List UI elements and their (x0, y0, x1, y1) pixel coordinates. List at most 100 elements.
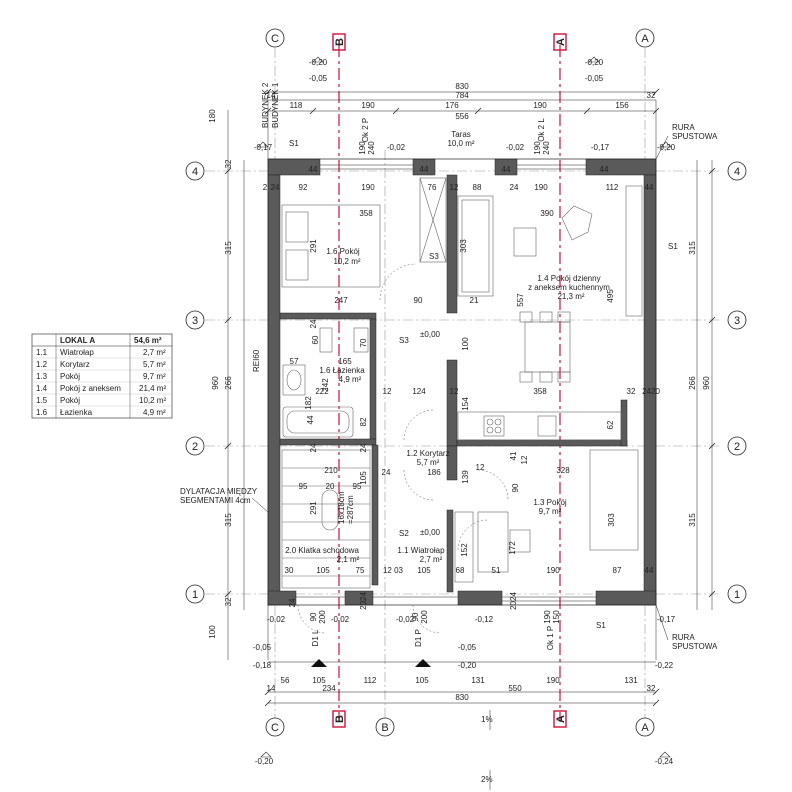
win-190a: 190 (358, 141, 367, 155)
armchair (561, 205, 593, 241)
room-1-4-area: 21,3 m² (557, 292, 584, 301)
idim-358b: 358 (533, 387, 547, 396)
win-ok2l: Ok 2 L (537, 118, 546, 142)
door-200a: 200 (318, 610, 327, 624)
idim-82: 82 (359, 417, 368, 426)
idim-152: 152 (460, 543, 469, 557)
axis-bottom-a: A (641, 722, 649, 734)
wall-outline (267, 158, 657, 606)
doors (297, 263, 509, 634)
level-m005d: -0,05 (458, 643, 477, 652)
idim-291b: 291 (309, 501, 318, 515)
room-1-1-area: 2,7 m² (420, 555, 443, 564)
kitchen-counter (457, 411, 622, 441)
level-m020d: -0,20 (458, 661, 477, 670)
win-240a: 240 (367, 141, 376, 155)
level-m002b: -0,02 (506, 143, 525, 152)
idim-44d: 44 (600, 165, 609, 174)
idim-44a: 44 (309, 165, 318, 174)
dim-bot-550: 550 (508, 684, 522, 693)
room-1-1-name: 1.1 Wiatrołap (397, 546, 445, 555)
idim-24d: 24 (309, 443, 318, 452)
dimension-lines (227, 91, 713, 704)
level-m005a: -0,05 (309, 74, 328, 83)
idim-247: 247 (334, 296, 348, 305)
room-1-6-lazienka-area: 4,9 m² (339, 375, 362, 384)
dim-bot-14: 14 (267, 684, 276, 693)
idim-358a: 358 (359, 209, 373, 218)
dim-top-830: 830 (455, 82, 469, 91)
level-m022: -0,22 (655, 661, 674, 670)
room-1-2-name: 1.2 Korytarz (406, 449, 449, 458)
idim-112: 112 (606, 183, 619, 192)
dim-right-960: 960 (702, 376, 711, 390)
dim-bot-234: 234 (322, 684, 336, 693)
furniture (281, 177, 643, 589)
table-row-3-no: 1.3 (36, 372, 48, 381)
idim-222: 222 (315, 387, 329, 396)
idim-2024b: 2024 (509, 592, 518, 610)
idim-24b: 24 (510, 183, 519, 192)
section-b-bottom: B (334, 715, 346, 723)
door-90b: 90 (411, 612, 420, 621)
label-s2: S2 (399, 529, 409, 538)
idim-24e: 24 (359, 443, 368, 452)
staircase (281, 449, 371, 589)
idim-90c: 90 (511, 483, 520, 492)
idim-2024a: 2024 (359, 592, 368, 610)
table-row-2-area: 5,7 m² (143, 360, 166, 369)
idim-41: 41 (509, 451, 518, 460)
terrace (267, 100, 657, 660)
axis-left-2: 2 (192, 441, 198, 453)
dim-bot-105a: 105 (312, 676, 326, 685)
idim-95b: 95 (353, 482, 362, 491)
label-dyl1: DYLATACJA MIĘDZY (180, 487, 258, 496)
axis-top-a: A (641, 33, 649, 45)
dim-bot-112: 112 (364, 676, 377, 685)
toilet (353, 327, 369, 353)
door-d1p: D1 P (414, 629, 423, 647)
dim-bot-100: 100 (208, 625, 217, 639)
label-lvl2: ±0,00 (420, 528, 441, 537)
door-d1l: D1 L (311, 629, 320, 646)
idim-390: 390 (540, 209, 554, 218)
table-row-6-no: 1.6 (36, 408, 48, 417)
idim-92: 92 (299, 183, 308, 192)
level-m018: -0,18 (253, 661, 272, 670)
idim-190b: 190 (534, 183, 548, 192)
idim-12e: 12 (520, 455, 529, 464)
axis-left-3: 3 (192, 315, 198, 327)
label-stairs2: =287cm (346, 495, 355, 524)
idim-12b: 12 (383, 387, 392, 396)
axis-bubbles (185, 28, 747, 737)
idim-12d: 12 (476, 463, 485, 472)
label-s3a: S3 (429, 252, 439, 261)
level-m005b: -0,05 (585, 74, 604, 83)
idim-328: 328 (556, 466, 570, 475)
idim-24a: 24 (271, 183, 280, 192)
dim-bot-105b: 105 (415, 676, 429, 685)
level-m012: -0,12 (475, 615, 494, 624)
label-lvl1: ±0,00 (420, 330, 441, 339)
table-row-4-area: 21,4 m² (139, 384, 166, 393)
room-1-3-area: 9,7 m² (539, 507, 562, 516)
tall-cabinet (625, 185, 643, 317)
section-markers (332, 33, 567, 728)
level-m017a: -0,17 (254, 143, 273, 152)
idim-557: 557 (516, 293, 525, 307)
axis-right-4: 4 (734, 166, 740, 178)
level-m020e: -0,20 (255, 757, 274, 766)
idim-2: 2 (263, 183, 268, 192)
idim-95a: 95 (299, 482, 308, 491)
idim-124: 124 (412, 387, 426, 396)
idim-24f: 24 (382, 468, 391, 477)
table-title: LOKAL A (60, 336, 95, 345)
axis-right-1: 1 (734, 589, 740, 601)
entrance-arrow-2 (415, 659, 431, 667)
wardrobe-2 (454, 511, 474, 583)
dim-bot-190: 190 (546, 676, 560, 685)
label-budynek1: BUDYNEK 1 (271, 82, 280, 128)
idim-44c: 44 (502, 165, 511, 174)
label-s1c: S1 (596, 621, 606, 630)
